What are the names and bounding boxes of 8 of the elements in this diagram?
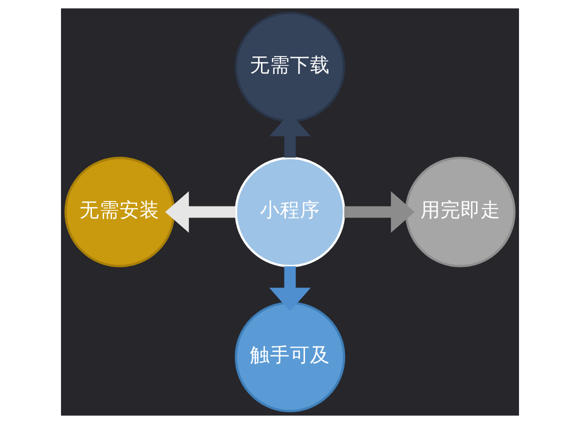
arrow [165,191,236,233]
arrow [269,266,311,312]
node-circle: 无需安装 [64,156,175,268]
arrow [344,191,415,233]
node-circle: 触手可及 [234,302,346,412]
node-circle: 小程序 [234,156,346,268]
node-circle: 用完即走 [405,156,516,268]
node-circle: 无需下载 [234,12,346,122]
